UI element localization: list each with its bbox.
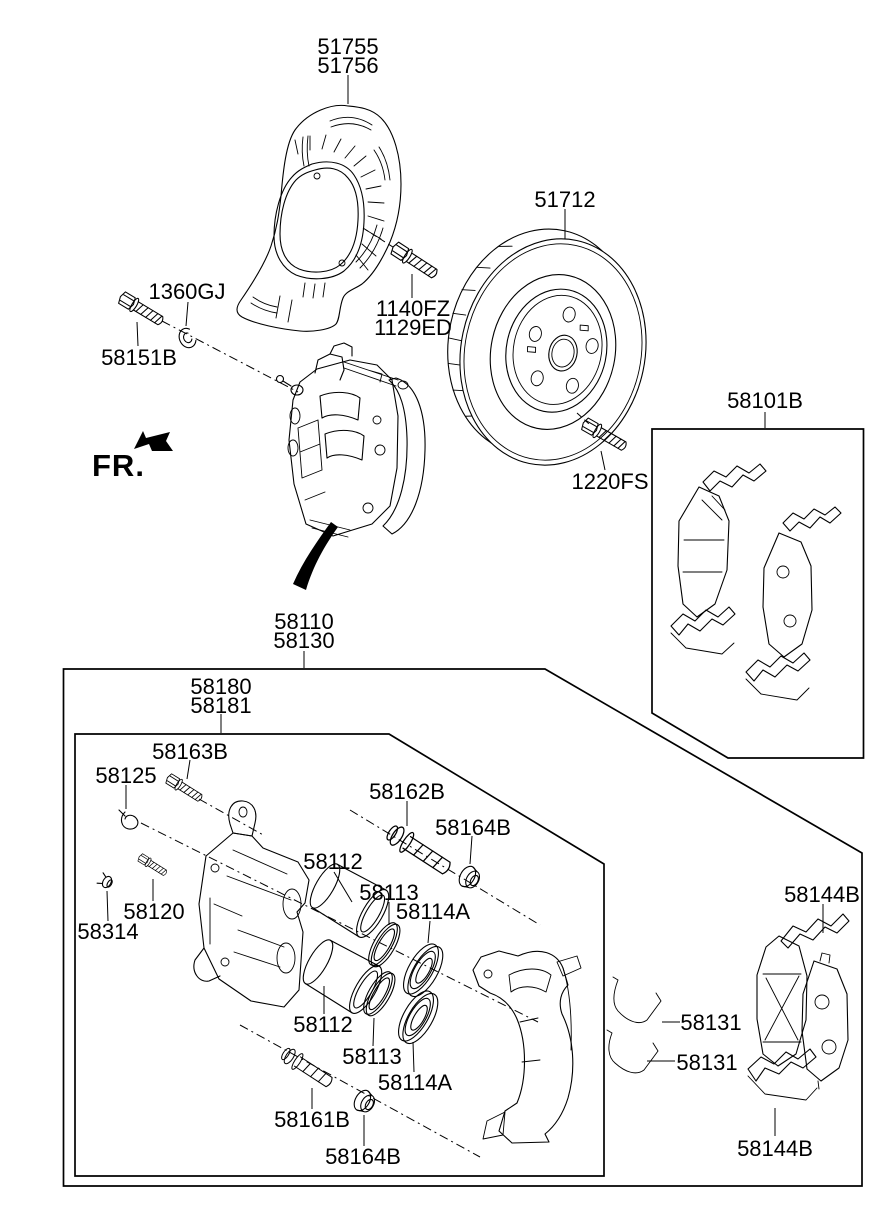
part-label-58161B: 58161B — [274, 1107, 350, 1132]
part-label-1220FS: 1220FS — [571, 469, 649, 494]
brake-disc — [447, 228, 647, 466]
part-label-58144B-upper: 58144B — [784, 882, 860, 907]
part-label-58314: 58314 — [77, 919, 139, 944]
part-label-58114A-lower: 58114A — [377, 1070, 453, 1095]
part-label-58120: 58120 — [123, 899, 185, 924]
part-label-51712: 51712 — [534, 187, 596, 212]
part-label-58101B: 58101B — [727, 388, 803, 413]
part-label-58164B-upper: 58164B — [435, 815, 511, 840]
piston-58112-lower — [296, 933, 389, 1019]
caliper-overhaul-box-58180 — [74, 733, 605, 1177]
bolt-58120 — [136, 852, 169, 879]
part-label-1360GJ: 1360GJ — [148, 279, 226, 304]
guide-rod-58161B — [277, 1044, 337, 1092]
caliper-kit-box-58110 — [62, 668, 863, 1187]
fr-arrow-icon — [134, 431, 173, 451]
brake-pad-inner — [756, 935, 808, 1067]
part-label-58113-lower: 58113 — [342, 1044, 402, 1069]
caliper-pointer-arrow — [293, 522, 338, 590]
pad-kit-contents — [670, 463, 842, 701]
assembly-axis-lines — [140, 227, 590, 1158]
caliper-housing — [193, 800, 310, 1008]
seal-58113-lower — [357, 967, 401, 1021]
part-label-58163B: 58163B — [152, 739, 228, 764]
pad-spring-58131-lower — [606, 1029, 659, 1074]
part-label-58114A-upper: 58114A — [395, 899, 471, 924]
part-label-58131-upper: 58131 — [680, 1010, 742, 1035]
bushing-58164B-upper — [455, 862, 484, 893]
pad-kit-box-58101B — [651, 428, 865, 759]
part-label-58125: 58125 — [95, 763, 157, 788]
pad-spring-58131-upper — [612, 976, 662, 1023]
plug-58314 — [96, 872, 113, 889]
caliper-assembly — [275, 342, 426, 538]
pin-58125 — [118, 809, 139, 830]
part-label-58131-lower: 58131 — [676, 1050, 738, 1075]
fr-direction-label: FR. — [92, 448, 145, 483]
brake-pad-outer — [801, 952, 849, 1090]
leader-lines — [106, 75, 824, 1146]
pad-retainer-clip-58144B-upper — [780, 913, 850, 949]
bolt-1140FZ — [388, 239, 441, 282]
brake-dust-shield — [236, 104, 402, 332]
bushing-58164B-lower — [350, 1086, 379, 1117]
bolt-58163B — [163, 771, 205, 805]
part-label-58164B-lower: 58164B — [325, 1144, 401, 1169]
part-label-58112-lower: 58112 — [293, 1012, 353, 1037]
part-label-58151B: 58151B — [101, 345, 177, 370]
part-label-58144B-lower: 58144B — [737, 1136, 813, 1161]
part-label-58113-upper: 58113 — [359, 880, 419, 905]
boot-58114A-lower — [391, 985, 446, 1050]
part-label-58162B: 58162B — [369, 779, 445, 804]
pad-retainer-clip-58144B-lower — [747, 1048, 818, 1101]
caliper-carrier — [472, 950, 582, 1144]
part-label-58112-upper: 58112 — [303, 849, 363, 874]
